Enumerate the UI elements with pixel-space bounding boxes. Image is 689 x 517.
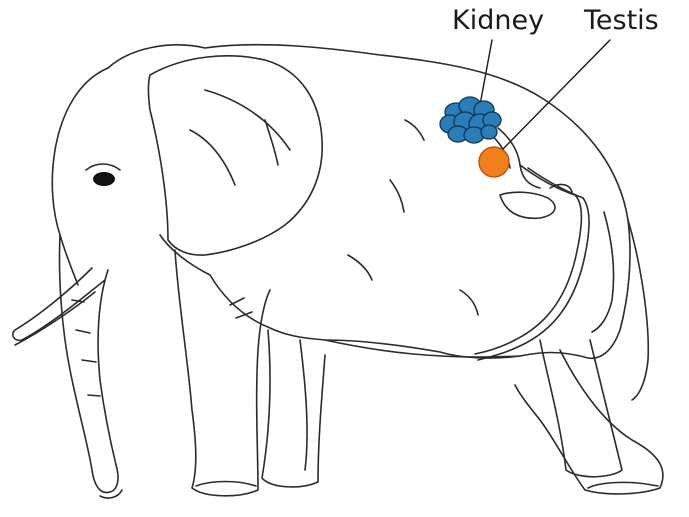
testis-pointer-line xyxy=(502,40,610,150)
kidney-organ xyxy=(440,97,501,143)
kidney-label: Kidney xyxy=(452,7,544,34)
front-leg xyxy=(175,250,270,496)
hind-leg xyxy=(515,350,663,494)
testis-organ xyxy=(479,147,509,177)
elephant-eye xyxy=(93,172,115,186)
elephant-trunk xyxy=(59,235,118,493)
testis-label: Testis xyxy=(584,7,659,34)
elephant-ear xyxy=(149,56,323,255)
